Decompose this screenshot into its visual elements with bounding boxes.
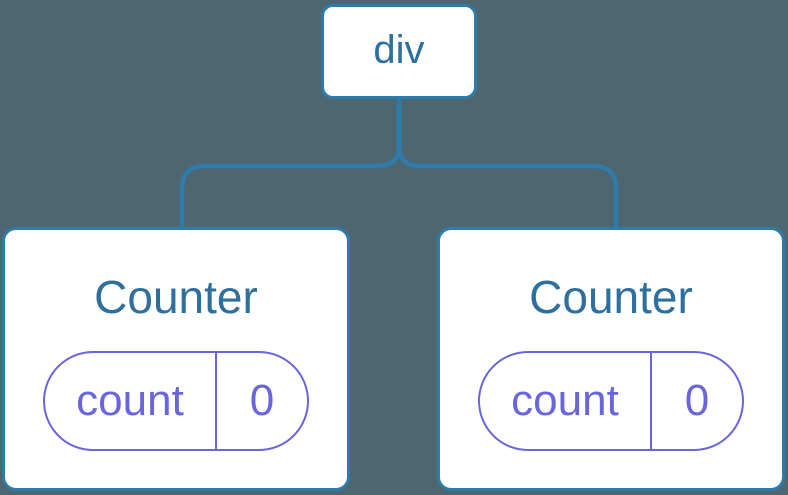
counter-1-state-pill: count 0 (43, 351, 309, 451)
node-counter-1: Counter count 0 (2, 227, 350, 491)
node-counter-2: Counter count 0 (437, 227, 785, 491)
connector-right-branch (396, 97, 619, 230)
counter-1-state-key: count (45, 353, 217, 449)
node-div-root: div (321, 4, 477, 99)
connector-left-branch (179, 97, 402, 230)
root-node-label: div (373, 27, 425, 72)
counter-1-title: Counter (94, 271, 258, 323)
counter-2-state-value: 0 (684, 376, 710, 425)
counter-1-state-value: 0 (249, 376, 275, 425)
counter-2-state-pill: count 0 (478, 351, 744, 451)
counter-2-state-key: count (480, 353, 652, 449)
counter-2-title: Counter (529, 271, 693, 323)
